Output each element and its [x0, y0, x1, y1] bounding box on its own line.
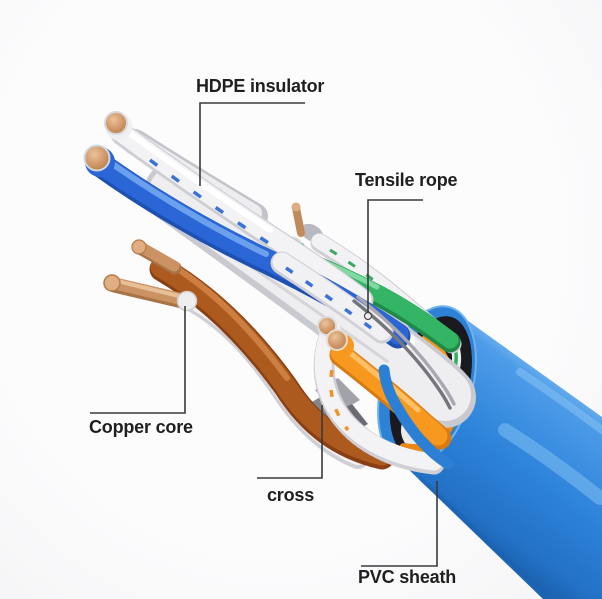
label-tensile-rope: Tensile rope: [355, 170, 458, 190]
leader-copper-core: [90, 306, 186, 414]
label-pvc-sheath: PVC sheath: [358, 567, 457, 587]
leader-tensile-rope: [367, 199, 423, 314]
leader-cross: [257, 405, 323, 479]
leader-hdpe-insulator: [199, 102, 305, 186]
copper-core-wire: [103, 239, 198, 312]
label-copper-core: Copper core: [89, 417, 193, 437]
label-cross: cross: [267, 485, 315, 505]
tensile-rope: [352, 295, 456, 410]
twisted-pair-brown: [103, 239, 395, 470]
opening-rim-front: [378, 364, 454, 470]
twisted-pair-orange: [313, 316, 452, 475]
leader-tensile-rope-dot: [363, 311, 373, 321]
label-hdpe-insulator: HDPE insulator: [196, 76, 325, 96]
leader-pvc-sheath: [361, 481, 438, 567]
twisted-pair-blue: [83, 111, 411, 349]
leader-lines: [90, 102, 438, 567]
